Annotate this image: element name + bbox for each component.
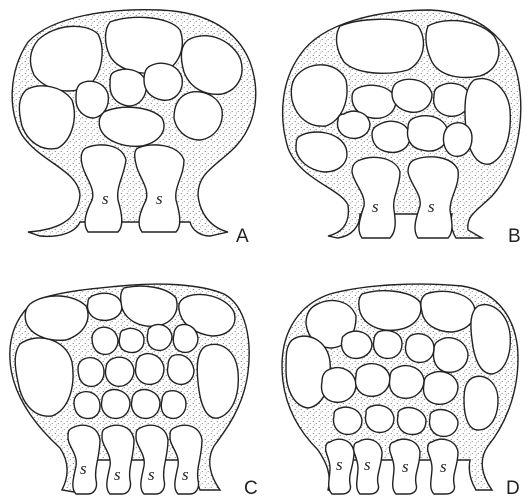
panel-d-cell	[434, 338, 469, 373]
panel-c-cell	[147, 324, 172, 350]
panel-c-cell	[131, 390, 160, 419]
panel-d-cell	[405, 334, 434, 363]
panel-c-stalk-label: s	[148, 465, 155, 484]
panel-c-letter: C	[244, 478, 258, 499]
panel-d-cell	[424, 372, 459, 405]
panel-b-stalk-label: s	[372, 197, 379, 216]
panel-a-cell	[110, 69, 146, 106]
panel-d-stalk-label: s	[336, 455, 343, 474]
panel-d-cell	[464, 376, 498, 430]
panel-c-stalk-label: s	[182, 465, 189, 484]
panel-c-stalk-label: s	[80, 459, 87, 478]
panel-b-cell	[337, 19, 424, 73]
panel-b-letter: B	[508, 226, 521, 247]
panel-d-cell	[333, 407, 362, 434]
panel-d-cell	[341, 331, 372, 358]
panel-d-cell	[429, 410, 458, 437]
panel-b: s s B	[283, 10, 521, 247]
panel-c-cell	[135, 354, 164, 385]
panel-c-cell	[161, 391, 186, 419]
panel-c-cell	[88, 293, 123, 320]
panel-a: s s A	[12, 10, 256, 247]
panel-d-cell	[322, 368, 357, 403]
panel-d: s s s s D	[282, 284, 520, 499]
panel-c-cell	[92, 327, 118, 354]
panel-c-cell	[74, 392, 100, 419]
panel-b-cell	[443, 123, 472, 157]
panel-b-cell	[372, 121, 410, 152]
panel-c-cell	[105, 357, 134, 386]
panel-b-cell	[465, 79, 510, 165]
panel-c-stalk-label: s	[114, 465, 121, 484]
panel-d-stalk-label: s	[402, 457, 409, 476]
panel-d-cell	[397, 408, 426, 435]
panel-a-stalk-label: s	[156, 189, 163, 208]
panel-d-cell	[365, 405, 394, 432]
panel-c-cell	[25, 296, 88, 340]
panel-b-stalk-label: s	[428, 197, 435, 216]
panel-c: s s s s C	[10, 284, 258, 499]
panel-d-stalk-label: s	[364, 455, 371, 474]
panel-b-cell	[408, 116, 448, 151]
panel-d-letter: D	[506, 478, 520, 499]
panel-d-cell	[390, 366, 425, 399]
panel-a-letter: A	[236, 226, 249, 247]
panel-a-stalk-label: s	[102, 189, 109, 208]
panel-b-cell	[338, 111, 371, 138]
panel-d-cell	[373, 331, 402, 359]
panel-a-cell	[174, 92, 222, 140]
panel-c-cell	[197, 344, 238, 418]
panel-c-cell	[78, 358, 104, 387]
panel-a-cell	[144, 63, 182, 100]
panel-c-cell	[119, 328, 144, 352]
panel-d-cell	[286, 336, 330, 408]
panel-c-cell	[101, 390, 130, 419]
panel-d-cell	[356, 364, 391, 397]
panel-b-cell	[392, 79, 432, 112]
panel-d-stalk-label: s	[440, 457, 447, 476]
panel-c-cell	[173, 325, 198, 353]
